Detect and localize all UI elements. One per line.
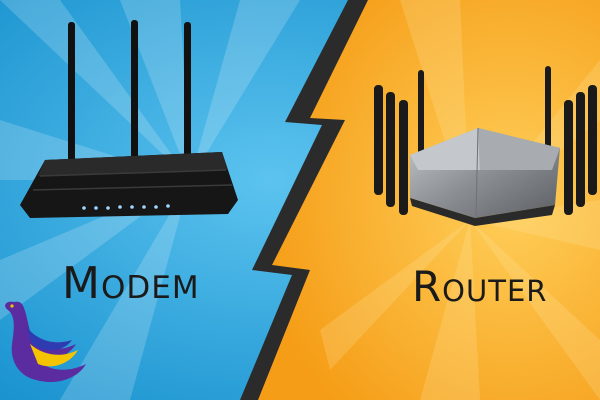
wifi-router-icon [374, 66, 597, 226]
modem-label: Modem [62, 258, 200, 309]
wifi-modem-icon [20, 20, 238, 218]
bird-logo-icon [5, 301, 86, 383]
router-label: Router [412, 262, 548, 311]
lightning-divider [240, 0, 368, 400]
